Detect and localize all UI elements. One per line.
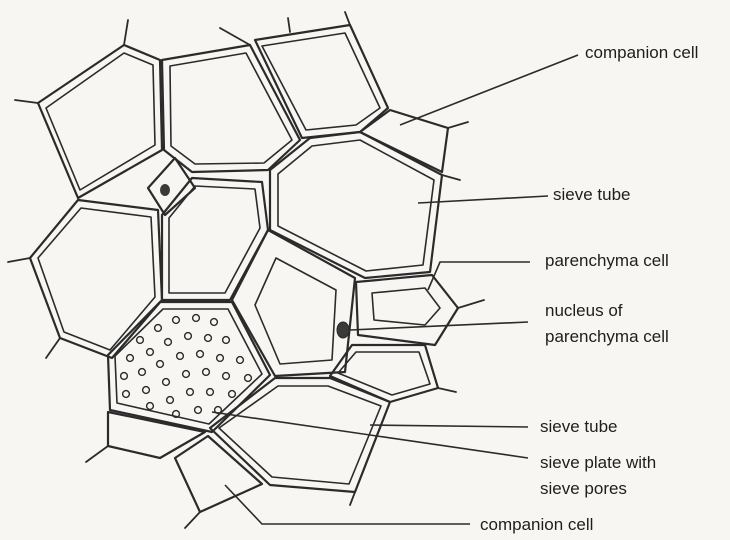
sieve-tube-lower-cell bbox=[210, 378, 390, 492]
leader-nucleus bbox=[350, 322, 528, 330]
label-nucleus-line2: parenchyma cell bbox=[545, 327, 669, 346]
labels: companion cell sieve tube parenchyma cel… bbox=[480, 43, 698, 534]
label-sieve-plate-line1: sieve plate with bbox=[540, 453, 656, 472]
parenchyma-cell-small bbox=[356, 275, 458, 345]
sieve-tube-upper-cell bbox=[270, 132, 442, 278]
parenchyma-nucleus bbox=[337, 322, 349, 338]
parenchyma-cell-large bbox=[232, 230, 355, 376]
cell-top-right bbox=[255, 25, 388, 138]
leader-parenchyma-cell bbox=[428, 262, 530, 290]
cell-top-middle bbox=[162, 45, 300, 172]
leader-lines bbox=[212, 55, 578, 524]
label-nucleus-line1: nucleus of bbox=[545, 301, 623, 320]
label-companion-cell-bottom: companion cell bbox=[480, 515, 593, 534]
sieve-plate-cell bbox=[108, 302, 270, 432]
label-sieve-tube-lower: sieve tube bbox=[540, 417, 618, 436]
companion-cell-bottom-left bbox=[108, 412, 205, 458]
label-sieve-plate-line2: sieve pores bbox=[540, 479, 627, 498]
label-parenchyma-cell: parenchyma cell bbox=[545, 251, 669, 270]
companion-cell-small-left bbox=[148, 158, 195, 215]
label-sieve-tube-upper: sieve tube bbox=[553, 185, 631, 204]
leader-sieve-tube-upper bbox=[418, 196, 548, 203]
companion-cell-bottom bbox=[175, 436, 262, 512]
label-companion-cell-top: companion cell bbox=[585, 43, 698, 62]
leader-sieve-tube-lower bbox=[370, 425, 528, 427]
cell-center bbox=[162, 178, 268, 300]
cell-left-middle bbox=[30, 200, 162, 358]
cell-top-left bbox=[38, 45, 162, 198]
leader-companion-cell-top bbox=[400, 55, 578, 125]
